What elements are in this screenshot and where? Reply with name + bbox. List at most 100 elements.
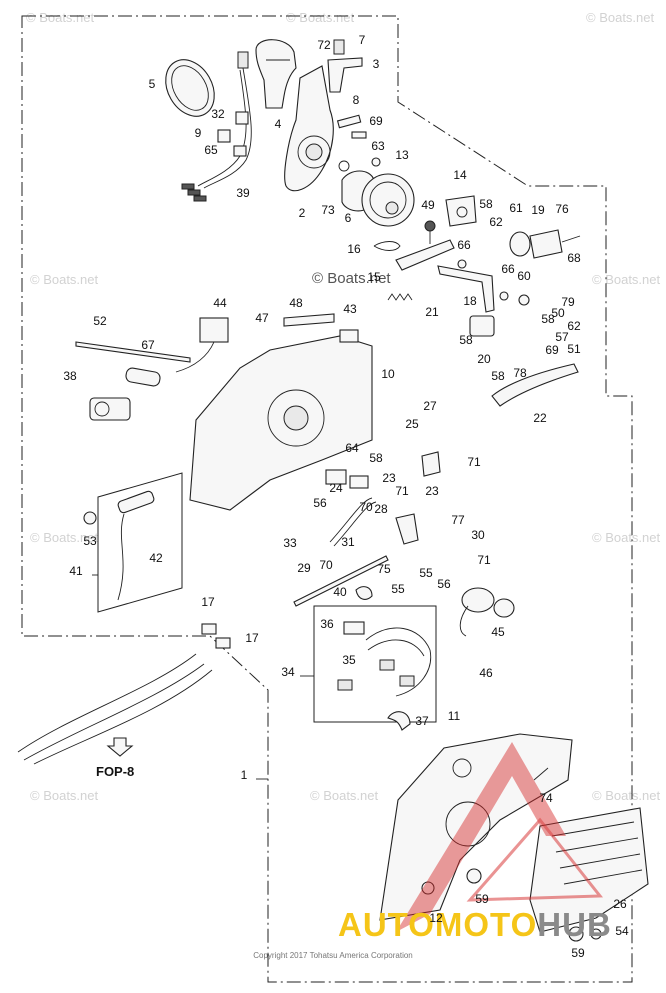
part-number-23: 23 [382, 471, 396, 485]
part-number-63: 63 [371, 139, 385, 153]
part-number-22: 22 [533, 411, 547, 425]
part-15-lever [395, 239, 455, 271]
part-number-16: 16 [347, 242, 361, 256]
part-76-screw [561, 235, 581, 243]
part-number-54: 54 [615, 924, 629, 938]
group-frame-41 [97, 472, 183, 613]
part-number-5: 5 [149, 77, 156, 91]
part-number-33: 33 [283, 536, 297, 550]
brand-part2: HUB [537, 906, 612, 943]
part-number-55: 55 [419, 566, 433, 580]
watermark: © Boats.net [30, 272, 99, 287]
part-number-15: 15 [367, 270, 381, 284]
part-number-79: 79 [561, 295, 575, 309]
watermark: © Boats.net [286, 10, 355, 25]
part-number-65: 65 [204, 143, 218, 157]
cable-assembly [17, 653, 213, 765]
part-number-21: 21 [425, 305, 439, 319]
part-number-66: 66 [457, 238, 471, 252]
part-13-plate [361, 173, 415, 227]
part-number-50: 50 [551, 306, 565, 320]
part-number-57: 57 [555, 330, 569, 344]
part-43-clip [339, 329, 359, 343]
part-65-clip [233, 145, 247, 157]
part-number-72: 72 [317, 38, 331, 52]
part-number-43: 43 [343, 302, 357, 316]
part-number-9: 9 [195, 126, 202, 140]
brand-logo [396, 742, 604, 932]
part-number-6: 6 [345, 211, 352, 225]
part-number-31: 31 [341, 535, 355, 549]
part-number-56: 56 [313, 496, 327, 510]
part-18-lever [437, 265, 495, 313]
part-number-34: 34 [281, 665, 295, 679]
part-52-rod [75, 341, 191, 363]
part-number-35: 35 [342, 653, 356, 667]
watermark: © Boats.net [30, 530, 99, 545]
part-39-wire-harness [181, 51, 252, 202]
part-number-58: 58 [541, 312, 555, 326]
part-number-62: 62 [567, 319, 581, 333]
part-number-71: 71 [477, 553, 491, 567]
part-16-spring [373, 241, 401, 251]
part-number-36: 36 [320, 617, 334, 631]
part-28-lever [395, 513, 419, 545]
part-number-66: 66 [501, 262, 515, 276]
part-number-8: 8 [353, 93, 360, 107]
part-number-28: 28 [374, 502, 388, 516]
brand-logo-text: AUTOMOTOHUB [338, 906, 612, 943]
part-44-connector [175, 317, 229, 373]
part-9-clip [217, 129, 231, 143]
part-23-bracket [349, 451, 441, 489]
part-number-56: 56 [437, 577, 451, 591]
part-number-75: 75 [377, 562, 391, 576]
part-number-51: 51 [567, 342, 581, 356]
part-number-29: 29 [297, 561, 311, 575]
watermark: © Boats.net [592, 272, 661, 287]
watermark: © Boats.net [586, 10, 655, 25]
part-49-bolt [424, 220, 436, 244]
part-number-53: 53 [83, 534, 97, 548]
part-24-block [325, 469, 347, 485]
part-number-73: 73 [321, 203, 335, 217]
part-number-17: 17 [201, 595, 215, 609]
part-number-26: 26 [613, 897, 627, 911]
part-number-64: 64 [345, 441, 359, 455]
part-53-nut [83, 511, 97, 525]
part-20-switch [469, 315, 495, 337]
part-3-bracket [327, 57, 363, 93]
part-48-plate [283, 313, 335, 327]
part-number-32: 32 [211, 107, 225, 121]
part-69-pin [351, 131, 367, 139]
part-36-fitting [343, 621, 365, 635]
part-number-13: 13 [395, 148, 409, 162]
part-19-cover [529, 229, 563, 259]
part-number-11: 11 [448, 709, 461, 723]
part-38-switch [89, 397, 131, 421]
part-number-30: 30 [471, 528, 485, 542]
part-number-25: 25 [405, 417, 419, 431]
watermarks: © Boats.net © Boats.net © Boats.net © Bo… [26, 10, 661, 803]
part-number-52: 52 [93, 314, 107, 328]
reference-label: FOP-8 [96, 764, 134, 779]
part-number-77: 77 [451, 513, 465, 527]
part-number-3: 3 [373, 57, 380, 71]
watermark: © Boats.net [30, 788, 99, 803]
fop-arrow-icon [106, 737, 134, 757]
part-66-washer [457, 259, 509, 301]
part-17-fitting [201, 623, 231, 649]
part-number-4: 4 [275, 117, 282, 131]
part-46-switch [459, 587, 495, 637]
part-number-20: 20 [477, 352, 491, 366]
part-number-60: 60 [517, 269, 531, 283]
part-8-pin [336, 114, 362, 129]
part-number-27: 27 [423, 399, 437, 413]
part-40-clip [355, 586, 373, 600]
part-number-67: 67 [141, 338, 155, 352]
part-number-2: 2 [299, 206, 306, 220]
part-11-housing [379, 733, 573, 921]
part-number-59: 59 [475, 892, 489, 906]
part-42-wire [117, 490, 155, 601]
part-number-45: 45 [491, 625, 505, 639]
